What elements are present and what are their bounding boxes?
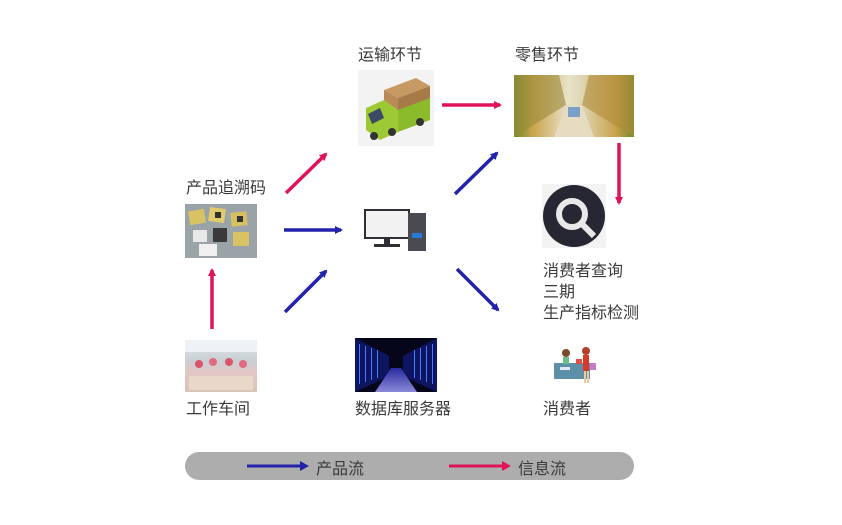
database-label: 数据库服务器 bbox=[355, 399, 452, 418]
retail-label: 零售环节 bbox=[515, 45, 580, 64]
consumer-query-line-2: 三期 bbox=[543, 282, 576, 301]
arrow-computer-to-consumer bbox=[455, 267, 500, 312]
product-flow-legend-label: 产品流 bbox=[316, 459, 365, 478]
consumer-query-line-3: 生产指标检测 bbox=[543, 303, 640, 322]
qr-code-labels-image bbox=[185, 204, 257, 258]
server-room-image bbox=[355, 338, 437, 392]
trace-code-label: 产品追溯码 bbox=[186, 178, 267, 197]
shopper-icon bbox=[552, 345, 598, 387]
search-icon bbox=[542, 184, 606, 248]
workshop-label: 工作车间 bbox=[186, 399, 251, 418]
consumer-label: 消费者 bbox=[543, 399, 592, 418]
truck-icon bbox=[358, 70, 434, 146]
info-flow-legend-arrow bbox=[449, 461, 511, 471]
factory-workshop-image bbox=[185, 340, 257, 392]
product-flow-legend-arrow bbox=[247, 461, 309, 471]
transport-label: 运输环节 bbox=[358, 45, 423, 64]
supermarket-aisle-image bbox=[514, 75, 634, 137]
info-flow-legend-label: 信息流 bbox=[518, 459, 567, 478]
computer-icon bbox=[362, 205, 432, 255]
arrow-computer-to-retail bbox=[453, 151, 499, 196]
arrow-workshop-to-computer bbox=[283, 269, 328, 314]
consumer-query-line-1: 消费者查询 bbox=[543, 261, 624, 280]
legend: 产品流 信息流 bbox=[185, 452, 634, 480]
arrow-trace-to-transport bbox=[284, 152, 328, 195]
